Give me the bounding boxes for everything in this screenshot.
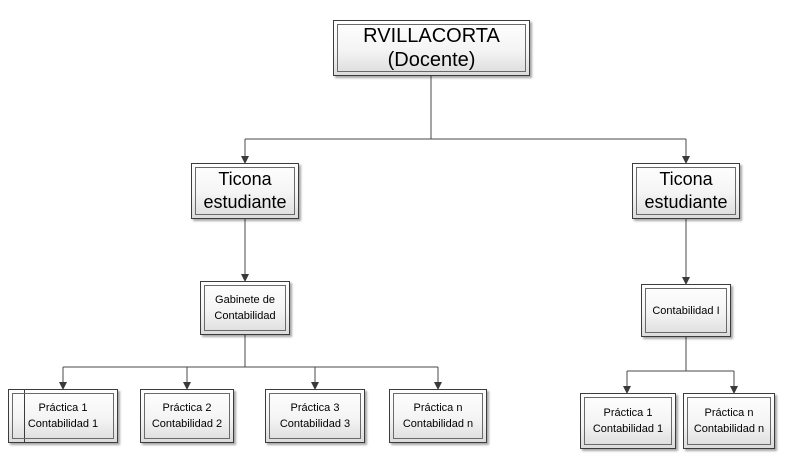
left-practice-3-node: Práctica 3 Contabilidad 3 [265,389,365,443]
right-practice-n-node: Práctica n Contabilidad n [683,393,775,449]
right-practice-1-node: Práctica 1 Contabilidad 1 [580,393,676,449]
right-practice-n-label: Práctica n Contabilidad n [693,407,765,435]
root-node-label: RVILLACORTA (Docente) [363,25,500,71]
left-practice-n-label: Práctica n Contabilidad n [402,402,474,430]
left-group-node: Gabinete de Contabilidad [200,281,290,335]
right-student-label: Ticona estudiante [644,169,728,212]
left-group-label: Gabinete de Contabilidad [214,294,276,322]
left-practice-3-label: Práctica 3 Contabilidad 3 [279,402,351,430]
left-practice-1-node: Práctica 1 Contabilidad 1 [8,389,118,443]
right-group-node: Contabilidad I [641,284,731,337]
left-practice-1-label: Práctica 1 Contabilidad 1 [27,402,99,430]
left-practice-n-node: Práctica n Contabilidad n [389,389,487,443]
left-student-label: Ticona estudiante [203,169,287,212]
root-node-docente: RVILLACORTA (Docente) [333,20,530,76]
right-practice-1-label: Práctica 1 Contabilidad 1 [592,407,664,435]
right-student-node: Ticona estudiante [632,163,740,219]
left-practice-1-sidebar [24,390,25,442]
right-group-label: Contabilidad I [652,304,720,317]
left-practice-2-label: Práctica 2 Contabilidad 2 [151,402,223,430]
left-student-node: Ticona estudiante [191,163,299,219]
left-practice-2-node: Práctica 2 Contabilidad 2 [140,389,234,443]
